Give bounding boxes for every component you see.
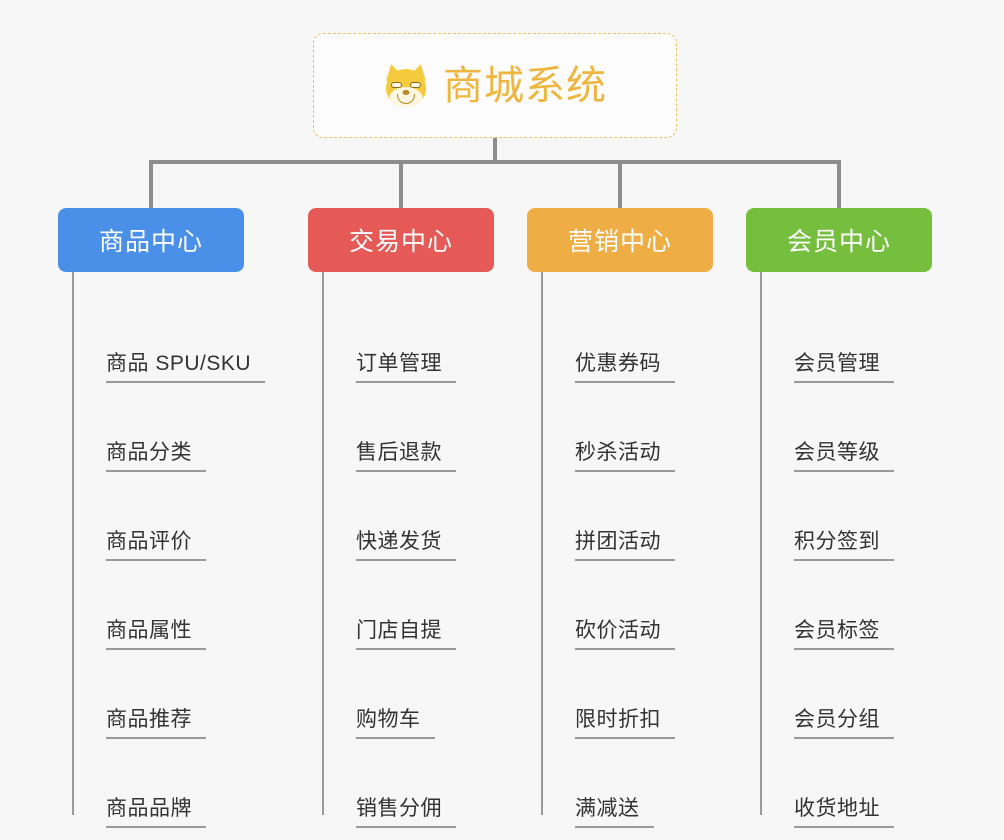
category-box-product-center[interactable]: 商品中心 (58, 208, 244, 272)
root-node[interactable]: 商城系统 (313, 33, 677, 138)
leaf-label: 拼团活动 (575, 530, 661, 553)
leaf-item[interactable]: 限时折扣 (527, 650, 713, 739)
leaf-label: 商品 SPU/SKU (106, 352, 252, 375)
leaf-item[interactable]: 订单管理 (308, 294, 494, 383)
leaf-item[interactable]: 会员标签 (746, 561, 932, 650)
root-title: 商城系统 (443, 63, 607, 108)
leaf-label: 会员管理 (794, 352, 880, 375)
leaf-item[interactable]: 购物车 (308, 650, 494, 739)
leaf-label: 商品分类 (106, 441, 192, 464)
leaf-item[interactable]: 商品推荐 (58, 650, 244, 739)
column-marketing-center: 营销中心 优惠券码 秒杀活动 拼团活动 砍价活动 限时折扣 满减送 (527, 208, 713, 828)
category-box-marketing-center[interactable]: 营销中心 (527, 208, 713, 272)
leaf-label: 会员标签 (794, 619, 880, 642)
connector-horizontal-bus (149, 160, 841, 164)
category-box-trade-center[interactable]: 交易中心 (308, 208, 494, 272)
leaf-spine (541, 272, 543, 815)
leaf-label: 收货地址 (794, 797, 880, 820)
leaf-label: 门店自提 (356, 619, 442, 642)
leaf-label: 秒杀活动 (575, 441, 661, 464)
leaf-item[interactable]: 秒杀活动 (527, 383, 713, 472)
leaf-item[interactable]: 优惠券码 (527, 294, 713, 383)
column-member-center: 会员中心 会员管理 会员等级 积分签到 会员标签 会员分组 收货地址 (746, 208, 932, 828)
category-box-member-center[interactable]: 会员中心 (746, 208, 932, 272)
leaf-item[interactable]: 积分签到 (746, 472, 932, 561)
leaf-item[interactable]: 满减送 (527, 739, 713, 828)
leaf-list-trade-center: 订单管理 售后退款 快递发货 门店自提 购物车 销售分佣 (308, 272, 494, 828)
leaf-item[interactable]: 会员等级 (746, 383, 932, 472)
leaf-item[interactable]: 销售分佣 (308, 739, 494, 828)
category-title: 营销中心 (567, 228, 672, 256)
column-trade-center: 交易中心 订单管理 售后退款 快递发货 门店自提 购物车 销售分佣 (308, 208, 494, 828)
leaf-label: 优惠券码 (575, 352, 661, 375)
leaf-spine (760, 272, 762, 815)
connector-drop-2 (399, 160, 403, 208)
leaf-label: 商品推荐 (106, 708, 192, 731)
leaf-item[interactable]: 商品分类 (58, 383, 244, 472)
leaf-item[interactable]: 拼团活动 (527, 472, 713, 561)
leaf-label: 订单管理 (356, 352, 442, 375)
leaf-item[interactable]: 门店自提 (308, 561, 494, 650)
category-title: 会员中心 (786, 228, 891, 256)
category-title: 交易中心 (348, 228, 453, 256)
leaf-item[interactable]: 售后退款 (308, 383, 494, 472)
leaf-item[interactable]: 商品评价 (58, 472, 244, 561)
connector-drop-1 (149, 160, 153, 208)
leaf-label: 商品品牌 (106, 797, 192, 820)
leaf-item[interactable]: 商品品牌 (58, 739, 244, 828)
leaf-label: 售后退款 (356, 441, 442, 464)
leaf-label: 砍价活动 (575, 619, 661, 642)
leaf-list-member-center: 会员管理 会员等级 积分签到 会员标签 会员分组 收货地址 (746, 272, 932, 828)
leaf-list-product-center: 商品 SPU/SKU 商品分类 商品评价 商品属性 商品推荐 商品品牌 (58, 272, 266, 828)
leaf-item[interactable]: 收货地址 (746, 739, 932, 828)
leaf-label: 购物车 (356, 708, 421, 731)
connector-drop-4 (837, 160, 841, 208)
leaf-item[interactable]: 砍价活动 (527, 561, 713, 650)
column-product-center: 商品中心 商品 SPU/SKU 商品分类 商品评价 商品属性 商品推荐 商品品牌 (58, 208, 266, 828)
leaf-label: 商品评价 (106, 530, 192, 553)
leaf-label: 商品属性 (106, 619, 192, 642)
leaf-label: 积分签到 (794, 530, 880, 553)
leaf-spine (322, 272, 324, 815)
connector-drop-3 (618, 160, 622, 208)
leaf-label: 会员分组 (794, 708, 880, 731)
leaf-label: 快递发货 (356, 530, 442, 553)
leaf-label: 满减送 (575, 797, 640, 820)
dog-face-icon (382, 61, 430, 108)
category-title: 商品中心 (98, 228, 203, 256)
leaf-item[interactable]: 快递发货 (308, 472, 494, 561)
leaf-item[interactable]: 商品属性 (58, 561, 244, 650)
leaf-item[interactable]: 商品 SPU/SKU (58, 294, 266, 383)
leaf-label: 销售分佣 (356, 797, 442, 820)
leaf-list-marketing-center: 优惠券码 秒杀活动 拼团活动 砍价活动 限时折扣 满减送 (527, 272, 713, 828)
leaf-item[interactable]: 会员分组 (746, 650, 932, 739)
leaf-item[interactable]: 会员管理 (746, 294, 932, 383)
leaf-label: 会员等级 (794, 441, 880, 464)
leaf-label: 限时折扣 (575, 708, 661, 731)
connector-root-stem (493, 138, 497, 162)
leaf-spine (72, 272, 74, 815)
